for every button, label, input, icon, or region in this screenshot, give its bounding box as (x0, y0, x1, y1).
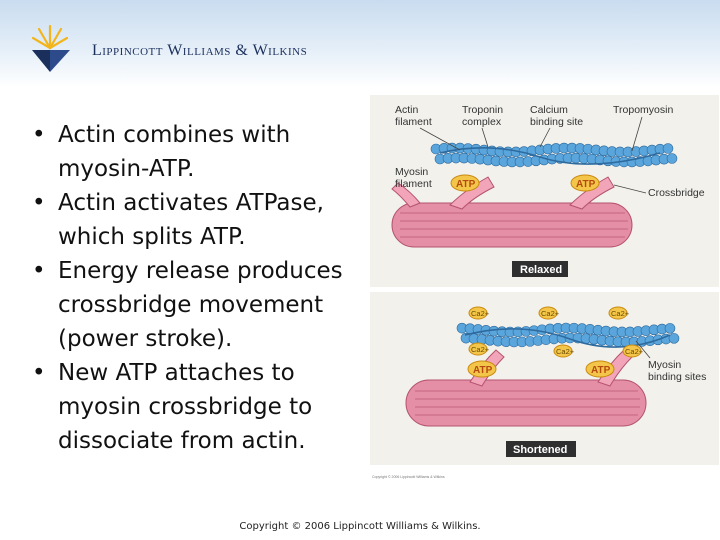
calcium-ions: Ca2+ Ca2+ Ca2+ Ca2+ Ca2+ Ca2+ (468, 306, 644, 358)
troponin-label-2: complex (462, 116, 502, 128)
actin-filament-top (430, 142, 678, 168)
bullet-list: • Actin combines with myosin-ATP. • Actin … (30, 118, 360, 458)
shortened-state-label: Shortened (513, 444, 567, 456)
atp-label-top-2: ATP (576, 179, 596, 190)
bullet-item: • Energy release produces crossbridge mov… (30, 254, 360, 356)
crossbridges-top (391, 176, 615, 210)
bullet-text: Actin activates ATPase, which splits ATP… (58, 190, 324, 250)
relaxed-state-label: Relaxed (520, 264, 562, 276)
myosin-binding-label: Myosin (648, 359, 681, 371)
bullet-marker: • (32, 258, 46, 284)
publisher-logo-icon (31, 24, 70, 72)
atp-label-bottom-1: ATP (473, 365, 493, 376)
shortened-badge (506, 441, 576, 457)
actin-bead (666, 153, 678, 164)
atp-label-bottom-2: ATP (591, 365, 611, 376)
actin-bead (668, 333, 680, 344)
actin-bead (664, 323, 676, 334)
tropomyosin-label: Tropomyosin (613, 104, 673, 116)
myosin-filament-bottom (405, 379, 647, 427)
bullet-text: Energy release produces crossbridge move… (58, 258, 343, 352)
actin-filament-label-2: filament (395, 116, 432, 128)
bullet-marker: • (32, 190, 46, 216)
crossbridge-label: Crossbridge (648, 187, 705, 199)
myosin-binding-label-2: binding sites (648, 371, 706, 383)
calcium-site-label-2: binding site (530, 116, 583, 128)
actin-filament-label: Actin (395, 104, 419, 116)
ca-label: Ca2+ (541, 309, 560, 318)
actin-bead (662, 143, 674, 154)
ca-label: Ca2+ (471, 309, 490, 318)
calcium-site-label: Calcium (530, 104, 568, 116)
bullet-item: • New ATP attaches to myosin crossbridge … (30, 356, 360, 458)
sliding-filament-figure: ATP ATP Actin filament Troponin complex … (370, 95, 719, 479)
myosin-filament-label-2: filament (395, 178, 432, 190)
bullet-item: • Actin activates ATPase, which splits AT… (30, 186, 360, 254)
ca-label: Ca2+ (611, 309, 630, 318)
shortened-panel (370, 292, 719, 465)
header-banner (0, 0, 720, 88)
myosin-filament-label: Myosin (395, 166, 428, 178)
myosin-filament-top (391, 202, 633, 248)
bullet-item: • Actin combines with myosin-ATP. (30, 118, 360, 186)
ca-label: Ca2+ (625, 347, 644, 356)
figure-fine-print: Copyright © 2006 Lippincott Williams & W… (372, 475, 445, 479)
relaxed-panel (370, 95, 719, 287)
bullet-marker: • (32, 122, 46, 148)
bullet-text: Actin combines with myosin-ATP. (58, 122, 291, 182)
ca-label: Ca2+ (471, 345, 490, 354)
ca-label: Ca2+ (556, 347, 575, 356)
troponin-label: Troponin (462, 104, 503, 116)
leader-lines-top (419, 116, 647, 194)
publisher-name: Lippincott Williams & Wilkins (92, 42, 308, 59)
footer-copyright: Copyright © 2006 Lippincott Williams & W… (239, 521, 481, 532)
bullet-marker: • (32, 360, 46, 386)
bullet-text: New ATP attaches to myosin crossbridge t… (58, 360, 313, 454)
relaxed-badge (512, 261, 568, 277)
actin-filament-bottom (456, 322, 680, 348)
atp-label-top-1: ATP (456, 179, 476, 190)
